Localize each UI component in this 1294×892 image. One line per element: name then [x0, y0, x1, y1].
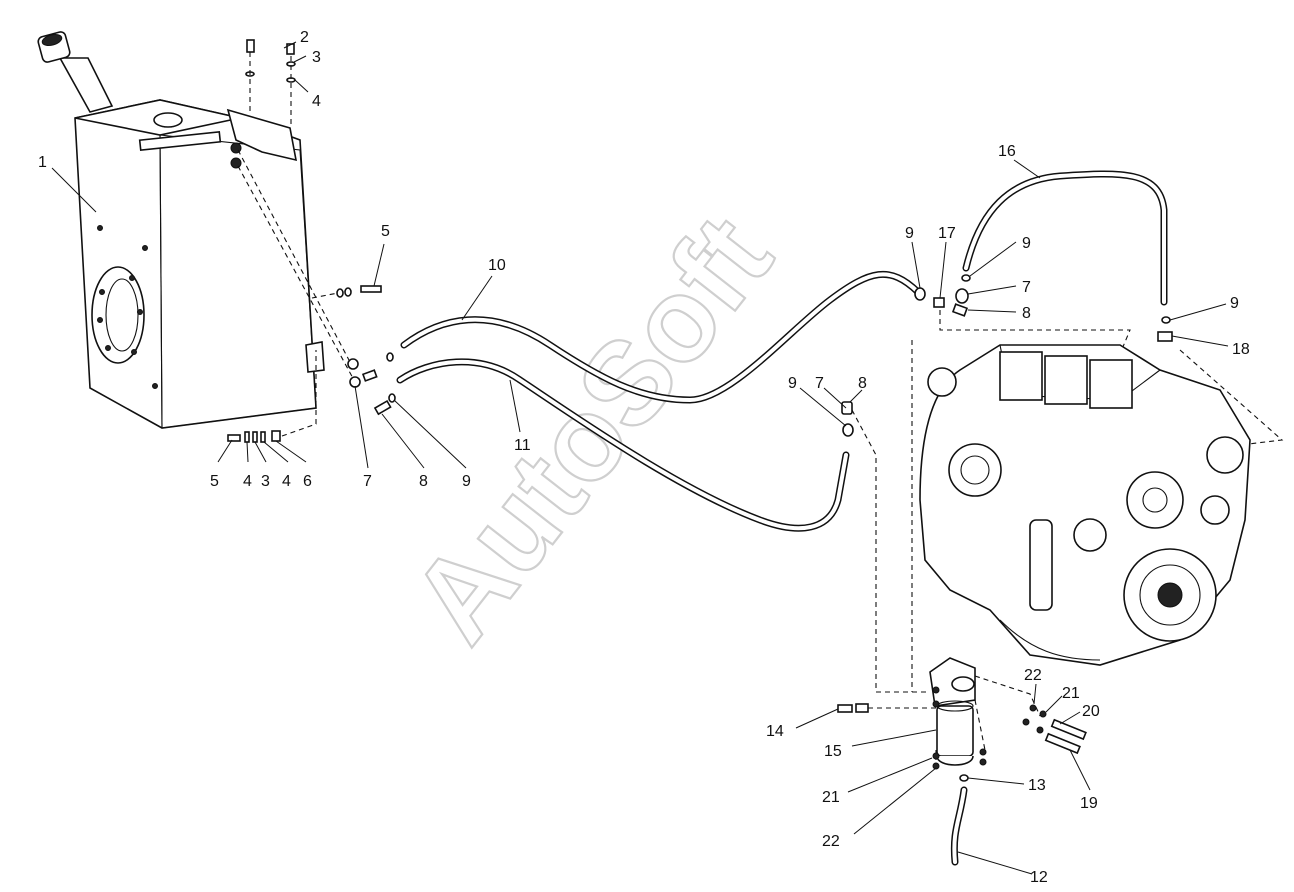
- callout-7: 7: [363, 473, 372, 490]
- callout-7: 7: [1022, 279, 1031, 296]
- callout-22: 22: [1024, 667, 1042, 684]
- fuel-filter: [929, 657, 1041, 770]
- callout-2: 2: [300, 29, 309, 46]
- callout-8: 8: [858, 375, 867, 392]
- callout-6: 6: [303, 473, 312, 490]
- callout-21: 21: [822, 789, 840, 806]
- callout-18: 18: [1232, 341, 1250, 358]
- callout-9: 9: [1022, 235, 1031, 252]
- callout-3: 3: [261, 473, 270, 490]
- callout-5: 5: [210, 473, 219, 490]
- callout-13: 13: [1028, 777, 1046, 794]
- fuel-tank: [37, 31, 325, 429]
- mid-bolt-5: [311, 285, 382, 299]
- engine: [919, 344, 1251, 666]
- callout-4: 4: [243, 473, 252, 490]
- callout-4: 4: [312, 93, 321, 110]
- route-tank-to-fitting-7: [237, 149, 351, 363]
- callout-4: 4: [282, 473, 291, 490]
- callout-21: 21: [1062, 685, 1080, 702]
- callout-12: 12: [1030, 869, 1048, 886]
- top-bolts: [245, 39, 296, 128]
- callout-9: 9: [788, 375, 797, 392]
- route-tank-to-fitting-7b: [237, 165, 356, 383]
- callout-20: 20: [1082, 703, 1100, 720]
- callout-17: 17: [938, 225, 956, 242]
- fuel-hose-16: [962, 170, 1168, 306]
- callout-9: 9: [1230, 295, 1239, 312]
- callout-1: 1: [38, 154, 47, 171]
- callout-9: 9: [462, 473, 471, 490]
- callout-22: 22: [822, 833, 840, 850]
- filter-bolts: [1022, 704, 1087, 755]
- mid-fittings: [841, 401, 930, 693]
- leader-lines: [51, 41, 1229, 875]
- tank-fittings: [347, 352, 396, 416]
- callout-8: 8: [1022, 305, 1031, 322]
- callout-11: 11: [514, 437, 531, 454]
- callout-10: 10: [488, 257, 506, 274]
- drain-hose-12: [950, 774, 969, 866]
- right-fittings: [1157, 316, 1173, 342]
- callout-16: 16: [998, 143, 1016, 160]
- callout-labels: 1 2 3 4 5 5 4 3 4 6 7 8 9 10 11 9 7 8 9 …: [38, 29, 1250, 886]
- callout-7: 7: [815, 375, 824, 392]
- callout-14: 14: [766, 723, 784, 740]
- callout-5: 5: [381, 223, 390, 240]
- callout-8: 8: [419, 473, 428, 490]
- fitting-14: [837, 703, 936, 713]
- callout-3: 3: [312, 49, 321, 66]
- callout-15: 15: [824, 743, 842, 760]
- callout-19: 19: [1080, 795, 1098, 812]
- callout-9: 9: [905, 225, 914, 242]
